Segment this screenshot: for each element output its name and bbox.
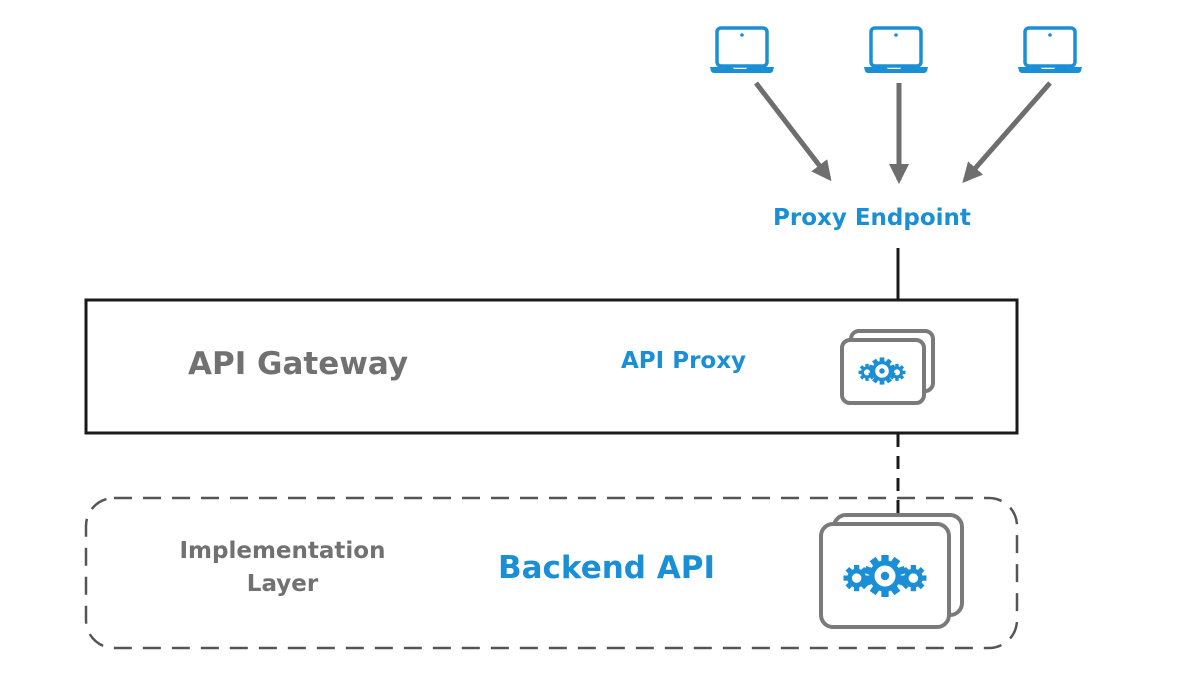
laptop-icon xyxy=(862,26,930,75)
implementation-layer-box xyxy=(84,496,1019,650)
client-arrow-1 xyxy=(754,81,832,182)
api-proxy-label: API Proxy xyxy=(621,348,747,374)
laptop-icon xyxy=(1016,26,1084,75)
api-gateway-title: API Gateway xyxy=(188,346,409,382)
proxy-endpoint-label: Proxy Endpoint xyxy=(773,205,971,231)
laptop-icon xyxy=(708,26,776,75)
backend-api-label: Backend API xyxy=(498,550,716,586)
backend-api-gears-stack-icon xyxy=(819,513,964,629)
api-proxy-gears-stack-icon xyxy=(840,329,935,405)
api-gateway-box xyxy=(84,298,1019,435)
implementation-layer-title: Implementation Layer xyxy=(179,538,386,597)
client-arrow-3 xyxy=(962,81,1052,184)
